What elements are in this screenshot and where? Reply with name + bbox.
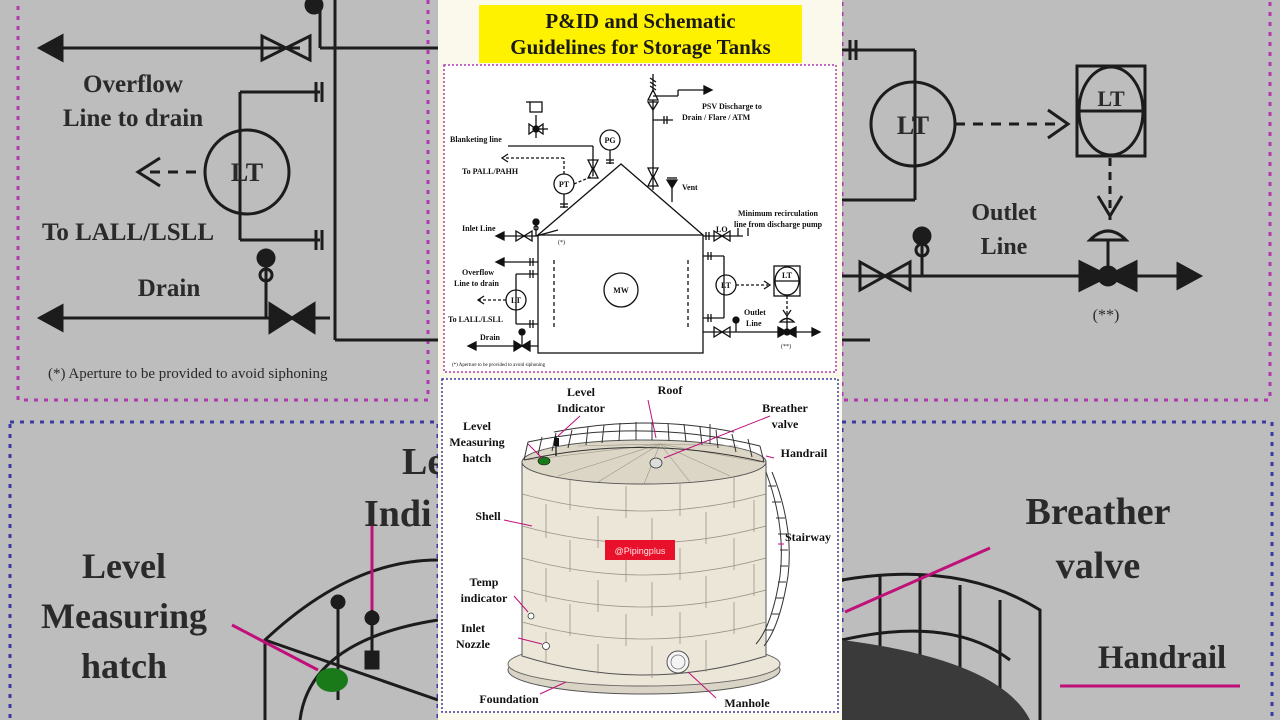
lali-label: To LALL/LSLL xyxy=(448,315,503,324)
level-hatch-green xyxy=(537,456,551,466)
manhole xyxy=(666,650,690,674)
shell-plates xyxy=(521,474,767,678)
label-temp-1: Temp xyxy=(470,575,499,589)
min-recirc-1: Minimum recirculation xyxy=(738,209,818,218)
bg-lt-left: LT xyxy=(231,158,263,187)
aperture-mark: (*) xyxy=(558,239,565,246)
pid-lines xyxy=(466,74,822,354)
label-temp-2: indicator xyxy=(461,591,508,605)
bg-level-1: Level xyxy=(82,546,166,586)
breather-valve xyxy=(649,457,663,469)
tank-shell xyxy=(537,234,704,354)
tank-illustration: @Pipingplus Level Indicator Roof Breathe… xyxy=(441,378,839,713)
pid-border xyxy=(443,64,837,373)
stairway xyxy=(755,471,790,647)
pointer-lines xyxy=(503,399,784,699)
bg-level-2: Measuring xyxy=(41,596,207,636)
bg-handrail: Handrail xyxy=(1098,640,1226,676)
vent-label: Vent xyxy=(682,183,698,192)
watermark-text: @Pipingplus xyxy=(615,546,666,556)
label-breather-2: valve xyxy=(772,417,799,431)
mw-label: MW xyxy=(613,286,629,295)
psv-label-1: PSV Discharge to xyxy=(702,102,762,111)
drain-label: Drain xyxy=(480,333,501,342)
label-level-indicator-1: Level xyxy=(567,385,596,399)
inlet-label: Inlet Line xyxy=(462,224,496,233)
label-breather-1: Breather xyxy=(762,401,808,415)
lt-label-left: LT xyxy=(511,296,522,305)
bg-breather-2: valve xyxy=(1056,545,1140,587)
bg-double-star: (**) xyxy=(1093,307,1120,324)
title-line-2: Guidelines for Storage Tanks xyxy=(510,35,771,59)
bg-breather-1: Breather xyxy=(1026,491,1171,533)
label-inlet-1: Inlet xyxy=(461,621,485,635)
pall-label: To PALL/PAHH xyxy=(462,167,519,176)
overflow-1: Overflow xyxy=(462,268,494,277)
bg-roof-dark xyxy=(842,640,1030,720)
bg-overflow-2: Line to drain xyxy=(63,105,203,132)
label-roof: Roof xyxy=(658,383,684,397)
overflow-2: Line to drain xyxy=(454,279,499,288)
psv-label-2: Drain / Flare / ATM xyxy=(682,113,751,122)
bg-arrow-breather xyxy=(844,546,991,614)
pt-label: PT xyxy=(559,180,570,189)
double-star-label: (**) xyxy=(781,343,791,350)
label-inlet-2: Nozzle xyxy=(456,637,491,651)
bg-outlet-2: Line xyxy=(981,234,1028,260)
bg-left-tank xyxy=(8,420,440,720)
bg-outlet-1: Outlet xyxy=(971,200,1036,226)
temp-indicator xyxy=(527,612,535,620)
label-level-indicator-2: Indicator xyxy=(557,401,606,415)
bg-hatch-green xyxy=(316,668,348,692)
bg-right-pid xyxy=(840,0,1272,402)
pid-diagram: PSV Discharge to Drain / Flare / ATM PG … xyxy=(443,64,837,373)
inlet-nozzle xyxy=(542,642,550,650)
pg-label: PG xyxy=(604,136,615,145)
bg-footnote: (*) Aperture to be provided to avoid sip… xyxy=(48,366,328,382)
roof xyxy=(521,439,767,485)
lt-label-right: LT xyxy=(721,281,732,290)
lt-box-label: LT xyxy=(782,271,793,280)
bg-overflow-1: Overflow xyxy=(83,71,183,98)
lo-label: LO xyxy=(716,225,728,234)
label-handrail: Handrail xyxy=(781,446,828,460)
handrail-rail xyxy=(523,422,765,463)
roof-rays xyxy=(527,443,761,485)
bg-level-3: hatch xyxy=(81,646,167,686)
outlet-1: Outlet xyxy=(744,308,766,317)
manway-circle xyxy=(603,272,639,308)
bg-arrow-hatch xyxy=(231,623,319,672)
label-stairway: Stairway xyxy=(785,530,831,544)
bg-partial-1: Le xyxy=(402,441,444,483)
min-recirc-2: line from discharge pump xyxy=(734,220,823,229)
label-manhole: Manhole xyxy=(724,696,770,710)
outlet-2: Line xyxy=(746,319,762,328)
label-hatch-1: Level xyxy=(463,419,492,433)
page-title: P&ID and Schematic Guidelines for Storag… xyxy=(479,5,802,63)
label-foundation: Foundation xyxy=(479,692,539,706)
title-line-1: P&ID and Schematic xyxy=(545,9,736,33)
shell-body xyxy=(521,461,767,676)
bg-lali: To LALL/LSLL xyxy=(42,219,214,246)
bg-lt-right: LT xyxy=(897,111,929,140)
bg-lt-box: LT xyxy=(1097,86,1125,111)
bg-drain: Drain xyxy=(138,275,201,302)
label-hatch-2: Measuring xyxy=(449,435,504,449)
tank-roof xyxy=(537,163,704,236)
label-hatch-3: hatch xyxy=(463,451,492,465)
pid-footnote: (*) Aperture to be provided to avoid sip… xyxy=(452,363,546,368)
bg-partial-2: Indi xyxy=(364,493,432,535)
bg-left-pid xyxy=(16,0,438,402)
watermark-box xyxy=(605,540,675,560)
blanketing-label: Blanketing line xyxy=(450,135,502,144)
label-shell: Shell xyxy=(475,509,501,523)
